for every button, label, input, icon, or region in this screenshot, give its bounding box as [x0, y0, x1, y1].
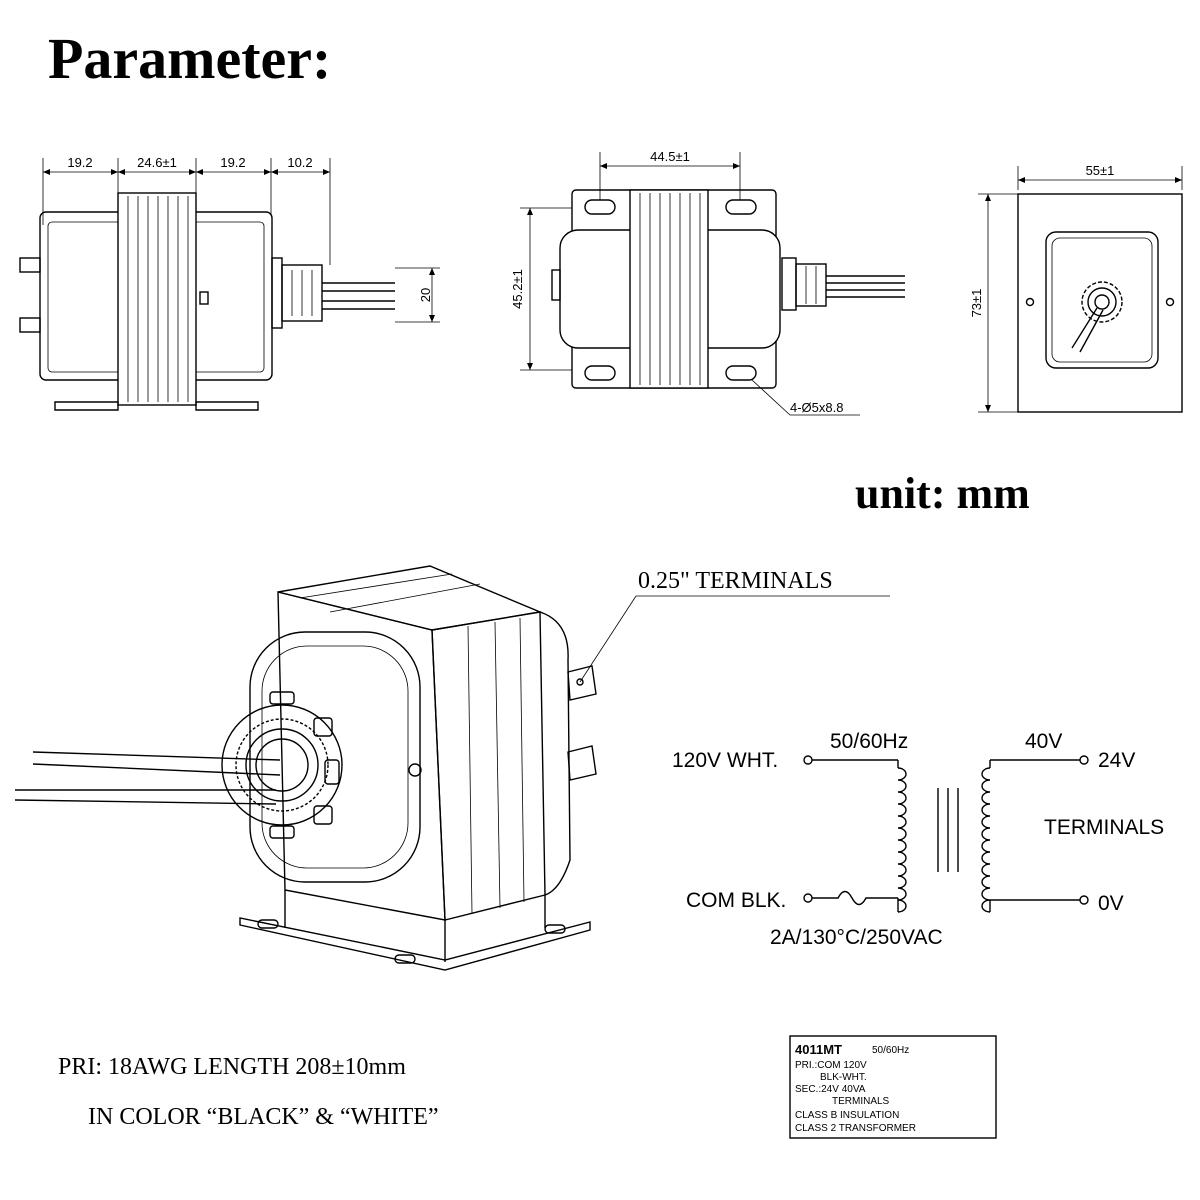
dim-side-left: 19.2: [67, 155, 92, 170]
unit-label: unit: mm: [855, 469, 1030, 518]
side-view-drawing: [19, 158, 440, 411]
lead-spec-line-1: PRI: 18AWG LENGTH 208±10mm: [58, 1054, 406, 1080]
dim-front-width: 55±1: [1086, 163, 1115, 178]
top-view-drawing: [520, 152, 905, 416]
nameplate: 4011MT 50/60Hz PRI.:COM 120V BLK-WHT. SE…: [789, 1035, 997, 1139]
terminals-label: TERMINALS: [1044, 816, 1164, 839]
transformer-illustration: [14, 565, 890, 971]
primary-bottom-label: COM BLK.: [686, 889, 786, 912]
page-title: Parameter:: [48, 26, 331, 91]
dim-side-coil: 24.6±1: [137, 155, 177, 170]
output-top-label: 24V: [1098, 749, 1135, 772]
primary-top-label: 120V WHT.: [672, 749, 778, 772]
nameplate-line: BLK-WHT.: [820, 1072, 867, 1083]
nameplate-model: 4011MT: [795, 1042, 842, 1057]
nameplate-line: CLASS 2 TRANSFORMER: [795, 1123, 916, 1134]
nameplate-line: PRI.:COM 120V: [795, 1060, 867, 1071]
lead-spec-line-2: IN COLOR “BLACK” & “WHITE”: [88, 1104, 439, 1130]
dim-mounting-holes: 4-Ø5x8.8: [790, 400, 843, 415]
wiring-schematic: [803, 755, 1089, 913]
nameplate-line: SEC.:24V 40VA: [795, 1084, 866, 1095]
nameplate-line: CLASS B INSULATION: [795, 1110, 899, 1121]
dim-lead-spacing: 20: [418, 288, 433, 302]
dim-front-height: 73±1: [969, 289, 984, 318]
frequency-label: 50/60Hz: [830, 730, 908, 753]
dim-top-height: 45.2±1: [510, 269, 525, 309]
output-bottom-label: 0V: [1098, 892, 1124, 915]
dim-top-width: 44.5±1: [650, 149, 690, 164]
fuse-rating-label: 2A/130°C/250VAC: [770, 926, 943, 949]
dim-side-leads: 10.2: [287, 155, 312, 170]
secondary-voltage-label: 40V: [1025, 730, 1062, 753]
dim-side-right: 19.2: [220, 155, 245, 170]
front-view-drawing: [978, 166, 1183, 413]
terminals-callout: 0.25" TERMINALS: [638, 568, 833, 594]
nameplate-line: TERMINALS: [832, 1096, 890, 1107]
nameplate-freq: 50/60Hz: [872, 1045, 909, 1056]
